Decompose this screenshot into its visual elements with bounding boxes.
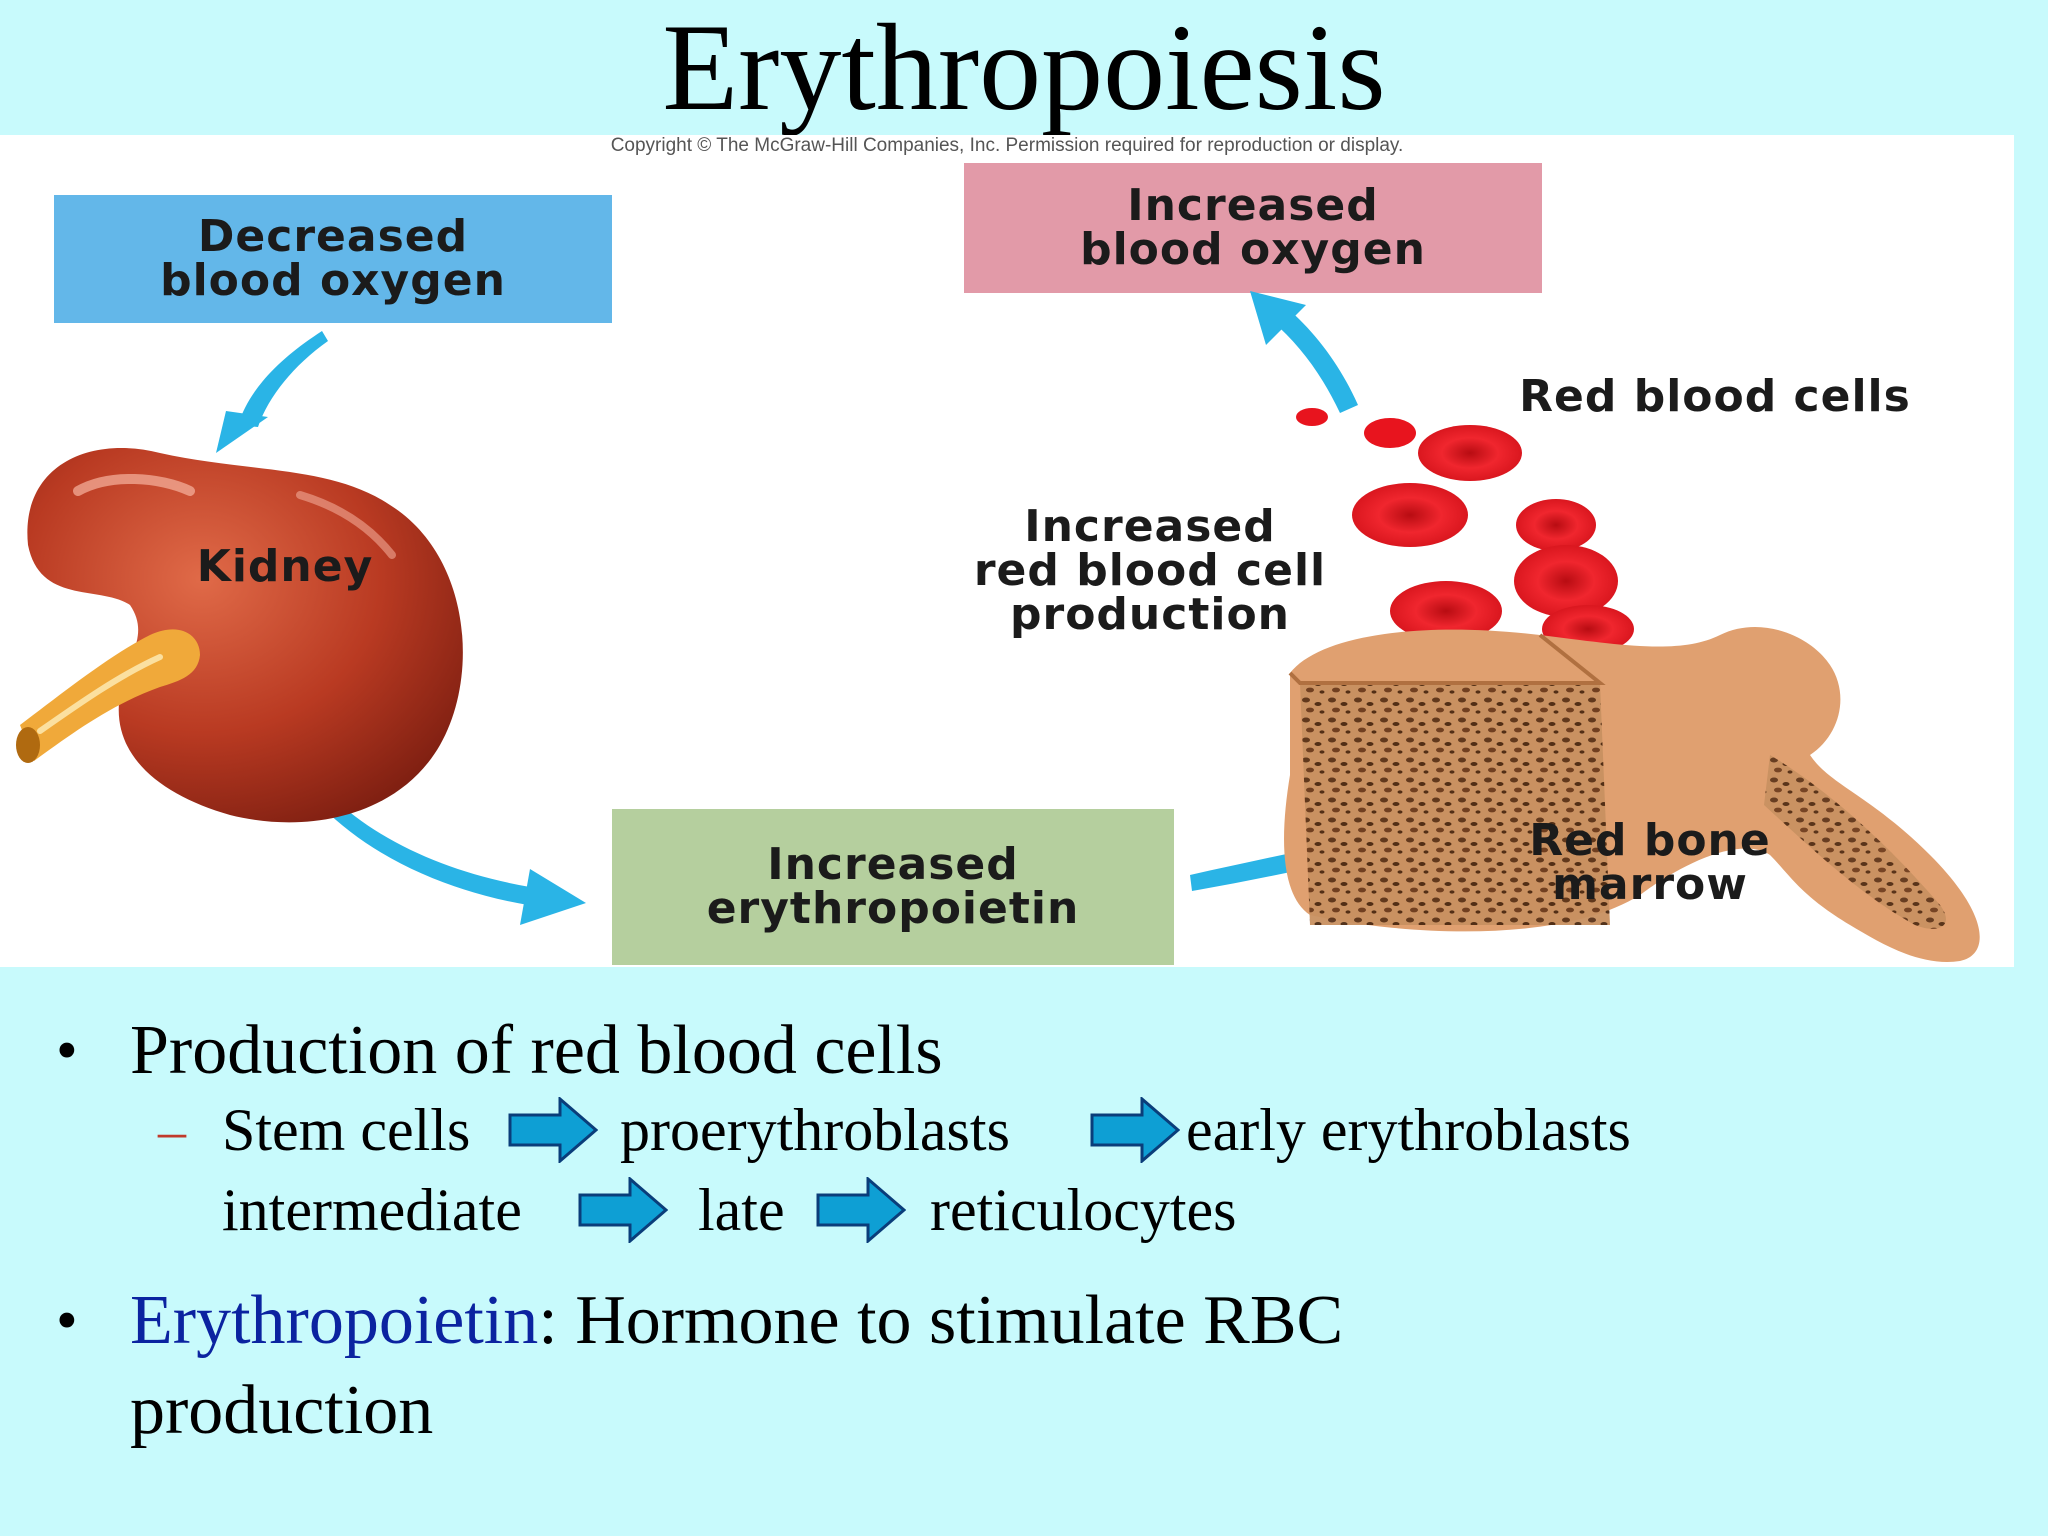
erythropoietin-definition: : Hormone to stimulate RBC	[538, 1282, 1344, 1359]
stage-proerythroblasts: proerythroblasts	[620, 1097, 1010, 1163]
bullet-marker: •	[56, 1017, 78, 1085]
bullet-production-text: Production of red blood cells	[130, 1012, 943, 1089]
copyright-notice: Copyright © The McGraw-Hill Companies, I…	[610, 135, 1404, 156]
red-blood-cells-illustration	[1296, 408, 1634, 653]
decreased-blood-oxygen-label: Decreased blood oxygen	[160, 211, 506, 306]
bullet-erythropoietin-text: Erythropoietin: Hormone to stimulate RBC	[130, 1285, 1343, 1357]
bullet-erythropoietin-text-line2: production	[130, 1372, 434, 1449]
arrow-right-icon	[508, 1097, 598, 1163]
bone-marrow-illustration	[1284, 626, 1980, 962]
bullet-marker: •	[56, 1287, 78, 1355]
erythropoietin-term: Erythropoietin	[130, 1282, 539, 1359]
red-bone-marrow-label: Red bone marrow	[1529, 815, 1771, 910]
figure-artwork	[16, 163, 1980, 965]
increased-rbc-production-label: Increased red blood cell production	[973, 501, 1327, 640]
red-blood-cells-label: Red blood cells	[1519, 371, 1911, 422]
increased-oxygen-box	[964, 163, 1542, 293]
arrow-right-icon	[816, 1177, 906, 1243]
stage-early-erythroblasts: early erythroblasts	[1186, 1097, 1631, 1163]
erythropoiesis-figure: Decreased blood oxygen Increased blood o…	[0, 135, 2014, 967]
increased-blood-oxygen-label: Increased blood oxygen	[1080, 180, 1426, 275]
arrow-to-increased-oxygen	[1250, 291, 1358, 413]
stage-stem-cells: Stem cells	[222, 1097, 471, 1163]
bullet-list: • Production of red blood cells – Stem c…	[0, 975, 2048, 1536]
arrow-right-icon	[1090, 1097, 1180, 1163]
arrow-to-kidney	[216, 331, 328, 453]
slide-title: Erythropoiesis	[662, 0, 1386, 136]
arrow-to-epo	[322, 795, 586, 925]
kidney-illustration	[16, 447, 463, 823]
kidney-label: Kidney	[196, 541, 374, 592]
stage-reticulocytes: reticulocytes	[930, 1177, 1237, 1243]
decreased-oxygen-box	[54, 195, 612, 323]
epo-box	[612, 809, 1174, 965]
sub-bullet-marker: –	[158, 1100, 186, 1162]
stage-intermediate: intermediate	[222, 1177, 522, 1243]
arrow-right-icon	[578, 1177, 668, 1243]
stage-late: late	[698, 1177, 785, 1243]
increased-erythropoietin-label: Increased erythropoietin	[706, 839, 1080, 934]
